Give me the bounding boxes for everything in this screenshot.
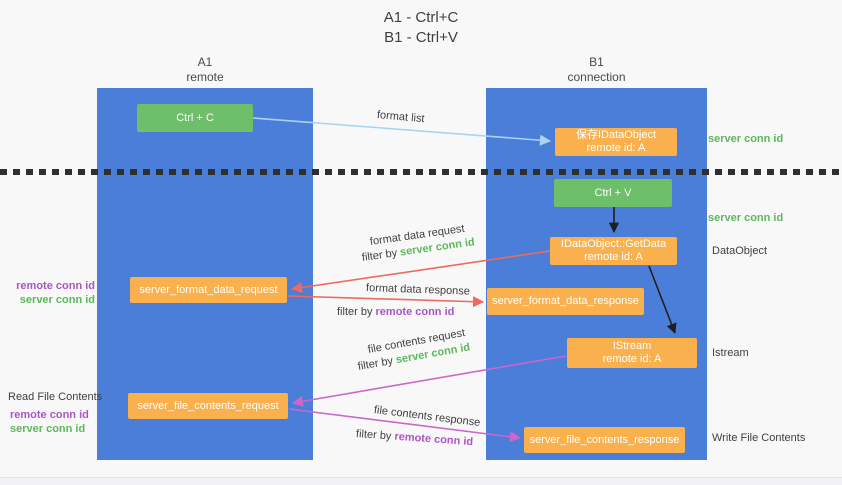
getdata-node: IDataObject::GetData remote id: A bbox=[550, 237, 677, 265]
remote-conn-id-inline: remote conn id bbox=[375, 306, 455, 318]
file-contents-response-arrow bbox=[288, 408, 522, 443]
format-list-arrow bbox=[252, 117, 552, 146]
file-contents-request-arrow bbox=[291, 355, 567, 407]
title-line-2: B1 - Ctrl+V bbox=[384, 29, 458, 46]
ctrl-v-label: Ctrl + V bbox=[594, 186, 632, 199]
istream-line2: remote id: A bbox=[602, 353, 662, 365]
server-format-data-request-label: server_format_data_request bbox=[139, 283, 278, 296]
server-conn-id-label-left-bottom: server conn id bbox=[10, 423, 86, 435]
ctrl-v-node: Ctrl + V bbox=[554, 179, 672, 207]
left-conn-id-stack-top: remote conn id server conn id bbox=[10, 279, 95, 307]
server-format-data-request-node: server_format_data_request bbox=[130, 277, 287, 303]
write-file-contents-label: Write File Contents bbox=[712, 432, 806, 444]
left-conn-id-stack-bottom: remote conn id server conn id bbox=[10, 408, 89, 436]
istream-line1: IStream bbox=[612, 340, 652, 352]
lane-header-a1: A1 remote bbox=[97, 55, 313, 85]
remote-conn-id-label-top: remote conn id bbox=[16, 280, 95, 292]
server-file-contents-request-node: server_file_contents_request bbox=[128, 393, 288, 419]
istream-node: IStream remote id: A bbox=[567, 338, 697, 368]
filter-by-text: filter by bbox=[337, 306, 376, 318]
lane-header-b1: B1 connection bbox=[486, 55, 707, 85]
save-dataobject-line2: remote id: A bbox=[586, 142, 646, 154]
lane-b1-name: B1 bbox=[589, 55, 604, 69]
lane-a1-name: A1 bbox=[197, 55, 213, 69]
format-data-response-arrow bbox=[287, 295, 485, 308]
format-data-request-arrow bbox=[290, 250, 551, 294]
server-format-data-response-node: server_format_data_response bbox=[487, 288, 644, 315]
server-format-data-response-label: server_format_data_response bbox=[492, 295, 639, 307]
read-file-contents-label: Read File Contents bbox=[8, 391, 103, 403]
bottom-edge-strip bbox=[0, 477, 842, 485]
save-dataobject-node: 保存IDataObject remote id: A bbox=[555, 128, 677, 156]
diagram-title: A1 - Ctrl+C B1 - Ctrl+V bbox=[0, 8, 842, 48]
phase-divider-dotted-line bbox=[0, 169, 842, 175]
server-file-contents-request-label: server_file_contents_request bbox=[137, 399, 279, 412]
server-conn-id-label-top: server conn id bbox=[708, 133, 784, 145]
getdata-line1: IDataObject::GetData bbox=[560, 238, 667, 250]
dataobject-label: DataObject bbox=[712, 245, 768, 257]
getdata-to-istream-arrow bbox=[648, 265, 677, 334]
filter-by-remote-conn-id-label-1: filter by remote conn id bbox=[337, 306, 454, 318]
lane-a1-role: remote bbox=[186, 70, 224, 84]
remote-conn-id-label-bottom: remote conn id bbox=[10, 409, 89, 421]
ctrl-c-node: Ctrl + C bbox=[137, 104, 253, 132]
getdata-line2: remote id: A bbox=[584, 251, 643, 263]
server-file-contents-response-node: server_file_contents_response bbox=[524, 427, 685, 453]
istream-side-label: Istream bbox=[712, 347, 749, 359]
save-dataobject-line1: 保存IDataObject bbox=[575, 129, 657, 141]
server-file-contents-response-label: server_file_contents_response bbox=[529, 433, 680, 446]
ctrl-c-label: Ctrl + C bbox=[176, 111, 214, 124]
title-line-1: A1 - Ctrl+C bbox=[383, 9, 459, 26]
server-conn-id-label-left-top: server conn id bbox=[19, 294, 95, 306]
server-conn-id-label-mid: server conn id bbox=[708, 212, 784, 224]
lane-b1-role: connection bbox=[567, 70, 626, 84]
